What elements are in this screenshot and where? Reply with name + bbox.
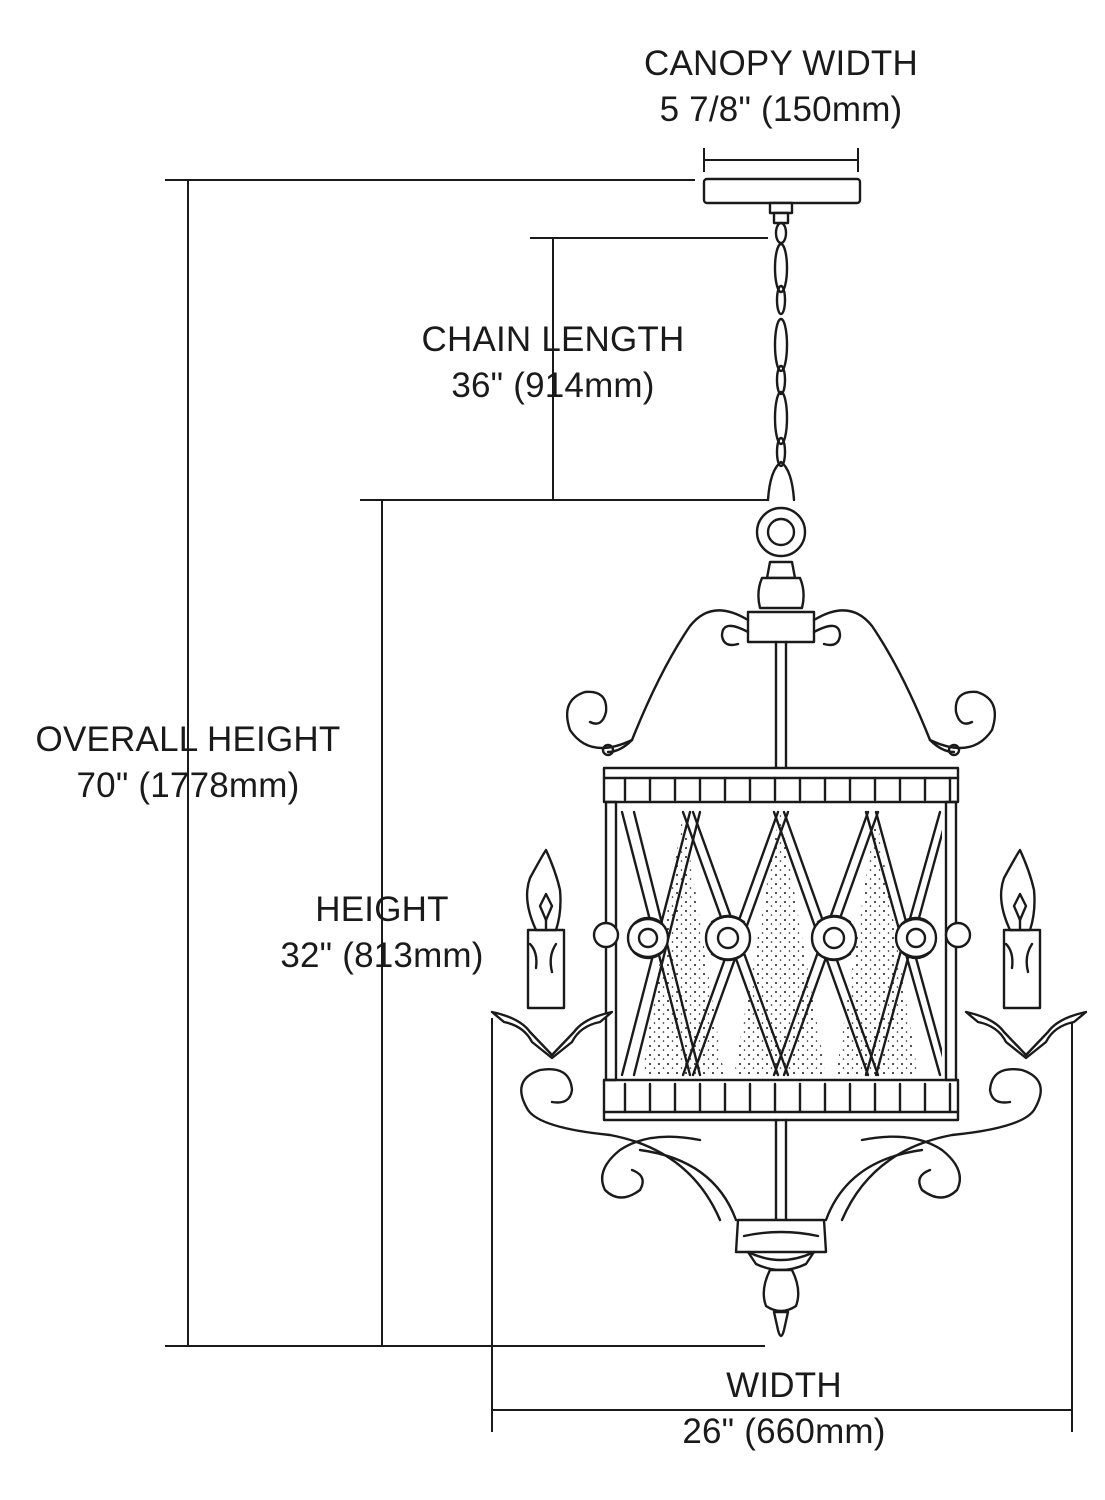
width-title: WIDTH bbox=[634, 1366, 934, 1406]
chain-length-title: CHAIN LENGTH bbox=[421, 320, 685, 359]
canopy-width-value: 5 7/8" (150mm) bbox=[659, 90, 903, 129]
top-ring bbox=[746, 506, 816, 644]
width-dimension bbox=[491, 1018, 1073, 1432]
canopy bbox=[702, 177, 862, 225]
height-dimension bbox=[360, 499, 768, 1346]
overall-height-title: OVERALL HEIGHT bbox=[35, 720, 341, 759]
left-candle bbox=[490, 848, 614, 1060]
chain-length-dimension bbox=[530, 237, 768, 500]
chain bbox=[766, 221, 796, 502]
lower-arms bbox=[520, 1068, 1042, 1222]
right-candle bbox=[964, 848, 1088, 1060]
rosettes bbox=[592, 914, 972, 962]
width-value: 26" (660mm) bbox=[682, 1412, 886, 1451]
canopy-width-title: CANOPY WIDTH bbox=[644, 44, 918, 83]
height-value: 32" (813mm) bbox=[280, 936, 484, 975]
canopy-width-dimension bbox=[703, 148, 859, 172]
height-title: HEIGHT bbox=[315, 890, 449, 929]
bottom-finial bbox=[734, 1218, 828, 1338]
overall-height-value: 70" (1778mm) bbox=[76, 766, 300, 805]
scroll-frame bbox=[565, 609, 997, 770]
overall-height-dimension bbox=[165, 179, 765, 1347]
chain-length-value: 36" (914mm) bbox=[451, 366, 655, 405]
drum-body bbox=[592, 766, 972, 1122]
